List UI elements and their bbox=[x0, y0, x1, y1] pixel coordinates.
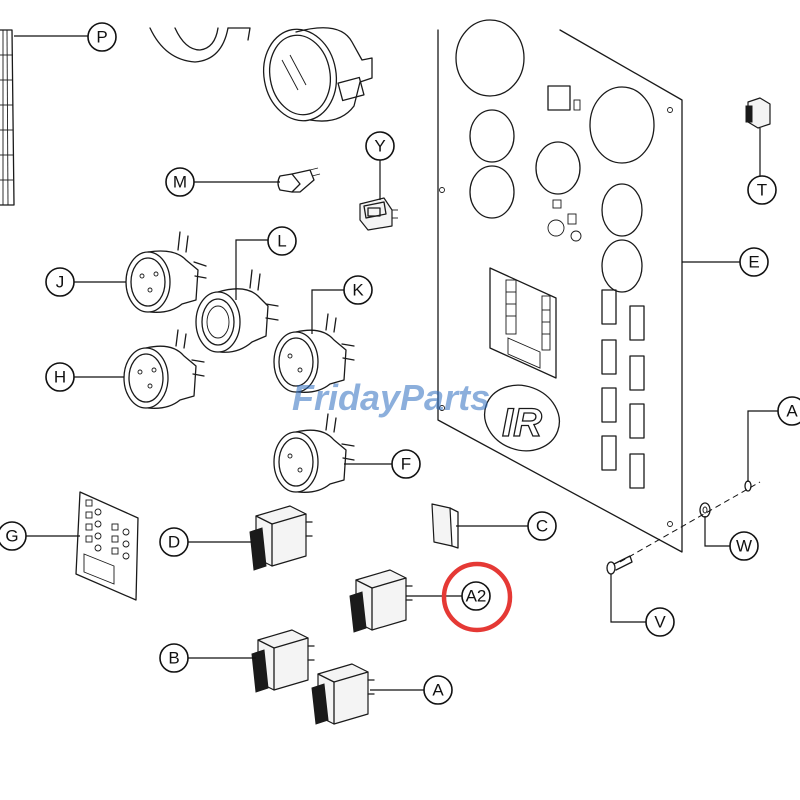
watermark-text: FridayParts bbox=[292, 377, 490, 418]
callout-a-right: A bbox=[777, 396, 800, 426]
callout-h-label: H bbox=[54, 368, 66, 387]
callout-m-label: M bbox=[173, 173, 187, 192]
callout-p: P bbox=[87, 22, 117, 52]
part-e-panel: IR bbox=[437, 19, 683, 553]
callout-k: K bbox=[343, 275, 373, 305]
gauge-h bbox=[123, 329, 205, 409]
callout-w: W bbox=[729, 531, 759, 561]
part-p-grille bbox=[0, 29, 15, 206]
callout-l-label: L bbox=[277, 232, 286, 251]
callout-l: L bbox=[267, 226, 297, 256]
callout-d: D bbox=[159, 527, 189, 557]
callout-e-label: E bbox=[748, 253, 759, 272]
callout-k-label: K bbox=[352, 281, 364, 300]
callout-y-label: Y bbox=[374, 137, 385, 156]
callout-t: T bbox=[747, 175, 777, 205]
callout-f: F bbox=[391, 449, 421, 479]
switch-b bbox=[251, 629, 315, 693]
top-gauge-left bbox=[149, 27, 251, 63]
callout-a2-highlight-ring bbox=[441, 561, 513, 633]
callout-t-label: T bbox=[757, 181, 767, 200]
callout-w-label: W bbox=[736, 537, 752, 556]
callout-c: C bbox=[527, 511, 557, 541]
callout-c-label: C bbox=[536, 517, 548, 536]
callout-b-label: B bbox=[168, 649, 179, 668]
callout-h: H bbox=[45, 362, 75, 392]
part-g-decal bbox=[75, 491, 139, 601]
callout-m: M bbox=[165, 167, 195, 197]
callout-g: G bbox=[0, 521, 27, 551]
callout-v-label: V bbox=[654, 613, 666, 632]
callout-d-label: D bbox=[168, 533, 180, 552]
top-gauge-large bbox=[263, 27, 373, 122]
part-v-screw bbox=[606, 555, 633, 575]
callout-j: J bbox=[45, 267, 75, 297]
part-t-clip bbox=[745, 97, 771, 129]
watermark: FridayParts bbox=[292, 377, 490, 418]
assembly-line bbox=[619, 481, 761, 563]
callout-a: A bbox=[423, 675, 453, 705]
leader-lines bbox=[14, 35, 778, 691]
callout-a-label: A bbox=[432, 681, 444, 700]
callout-a2: A2 bbox=[441, 561, 513, 633]
callout-j-label: J bbox=[56, 273, 65, 292]
callout-f-label: F bbox=[401, 455, 411, 474]
callout-g-label: G bbox=[5, 527, 18, 546]
part-m-lamp bbox=[277, 167, 321, 193]
part-y-socket bbox=[359, 197, 398, 231]
callout-p-label: P bbox=[96, 28, 107, 47]
switch-a2 bbox=[349, 569, 413, 633]
callout-e: E bbox=[739, 247, 769, 277]
callout-a2-label: A2 bbox=[466, 587, 487, 606]
callout-v: V bbox=[645, 607, 675, 637]
gauge-f bbox=[273, 413, 355, 493]
gauge-k bbox=[273, 313, 355, 393]
gauge-l bbox=[195, 269, 279, 353]
switch-a bbox=[311, 663, 375, 725]
gauge-j bbox=[125, 231, 207, 313]
callout-a-right-label: A bbox=[786, 402, 798, 421]
svg-text:IR: IR bbox=[502, 401, 542, 445]
part-c-blank bbox=[431, 503, 459, 549]
callout-b: B bbox=[159, 643, 189, 673]
switch-d bbox=[249, 505, 313, 571]
callout-y: Y bbox=[365, 131, 395, 161]
